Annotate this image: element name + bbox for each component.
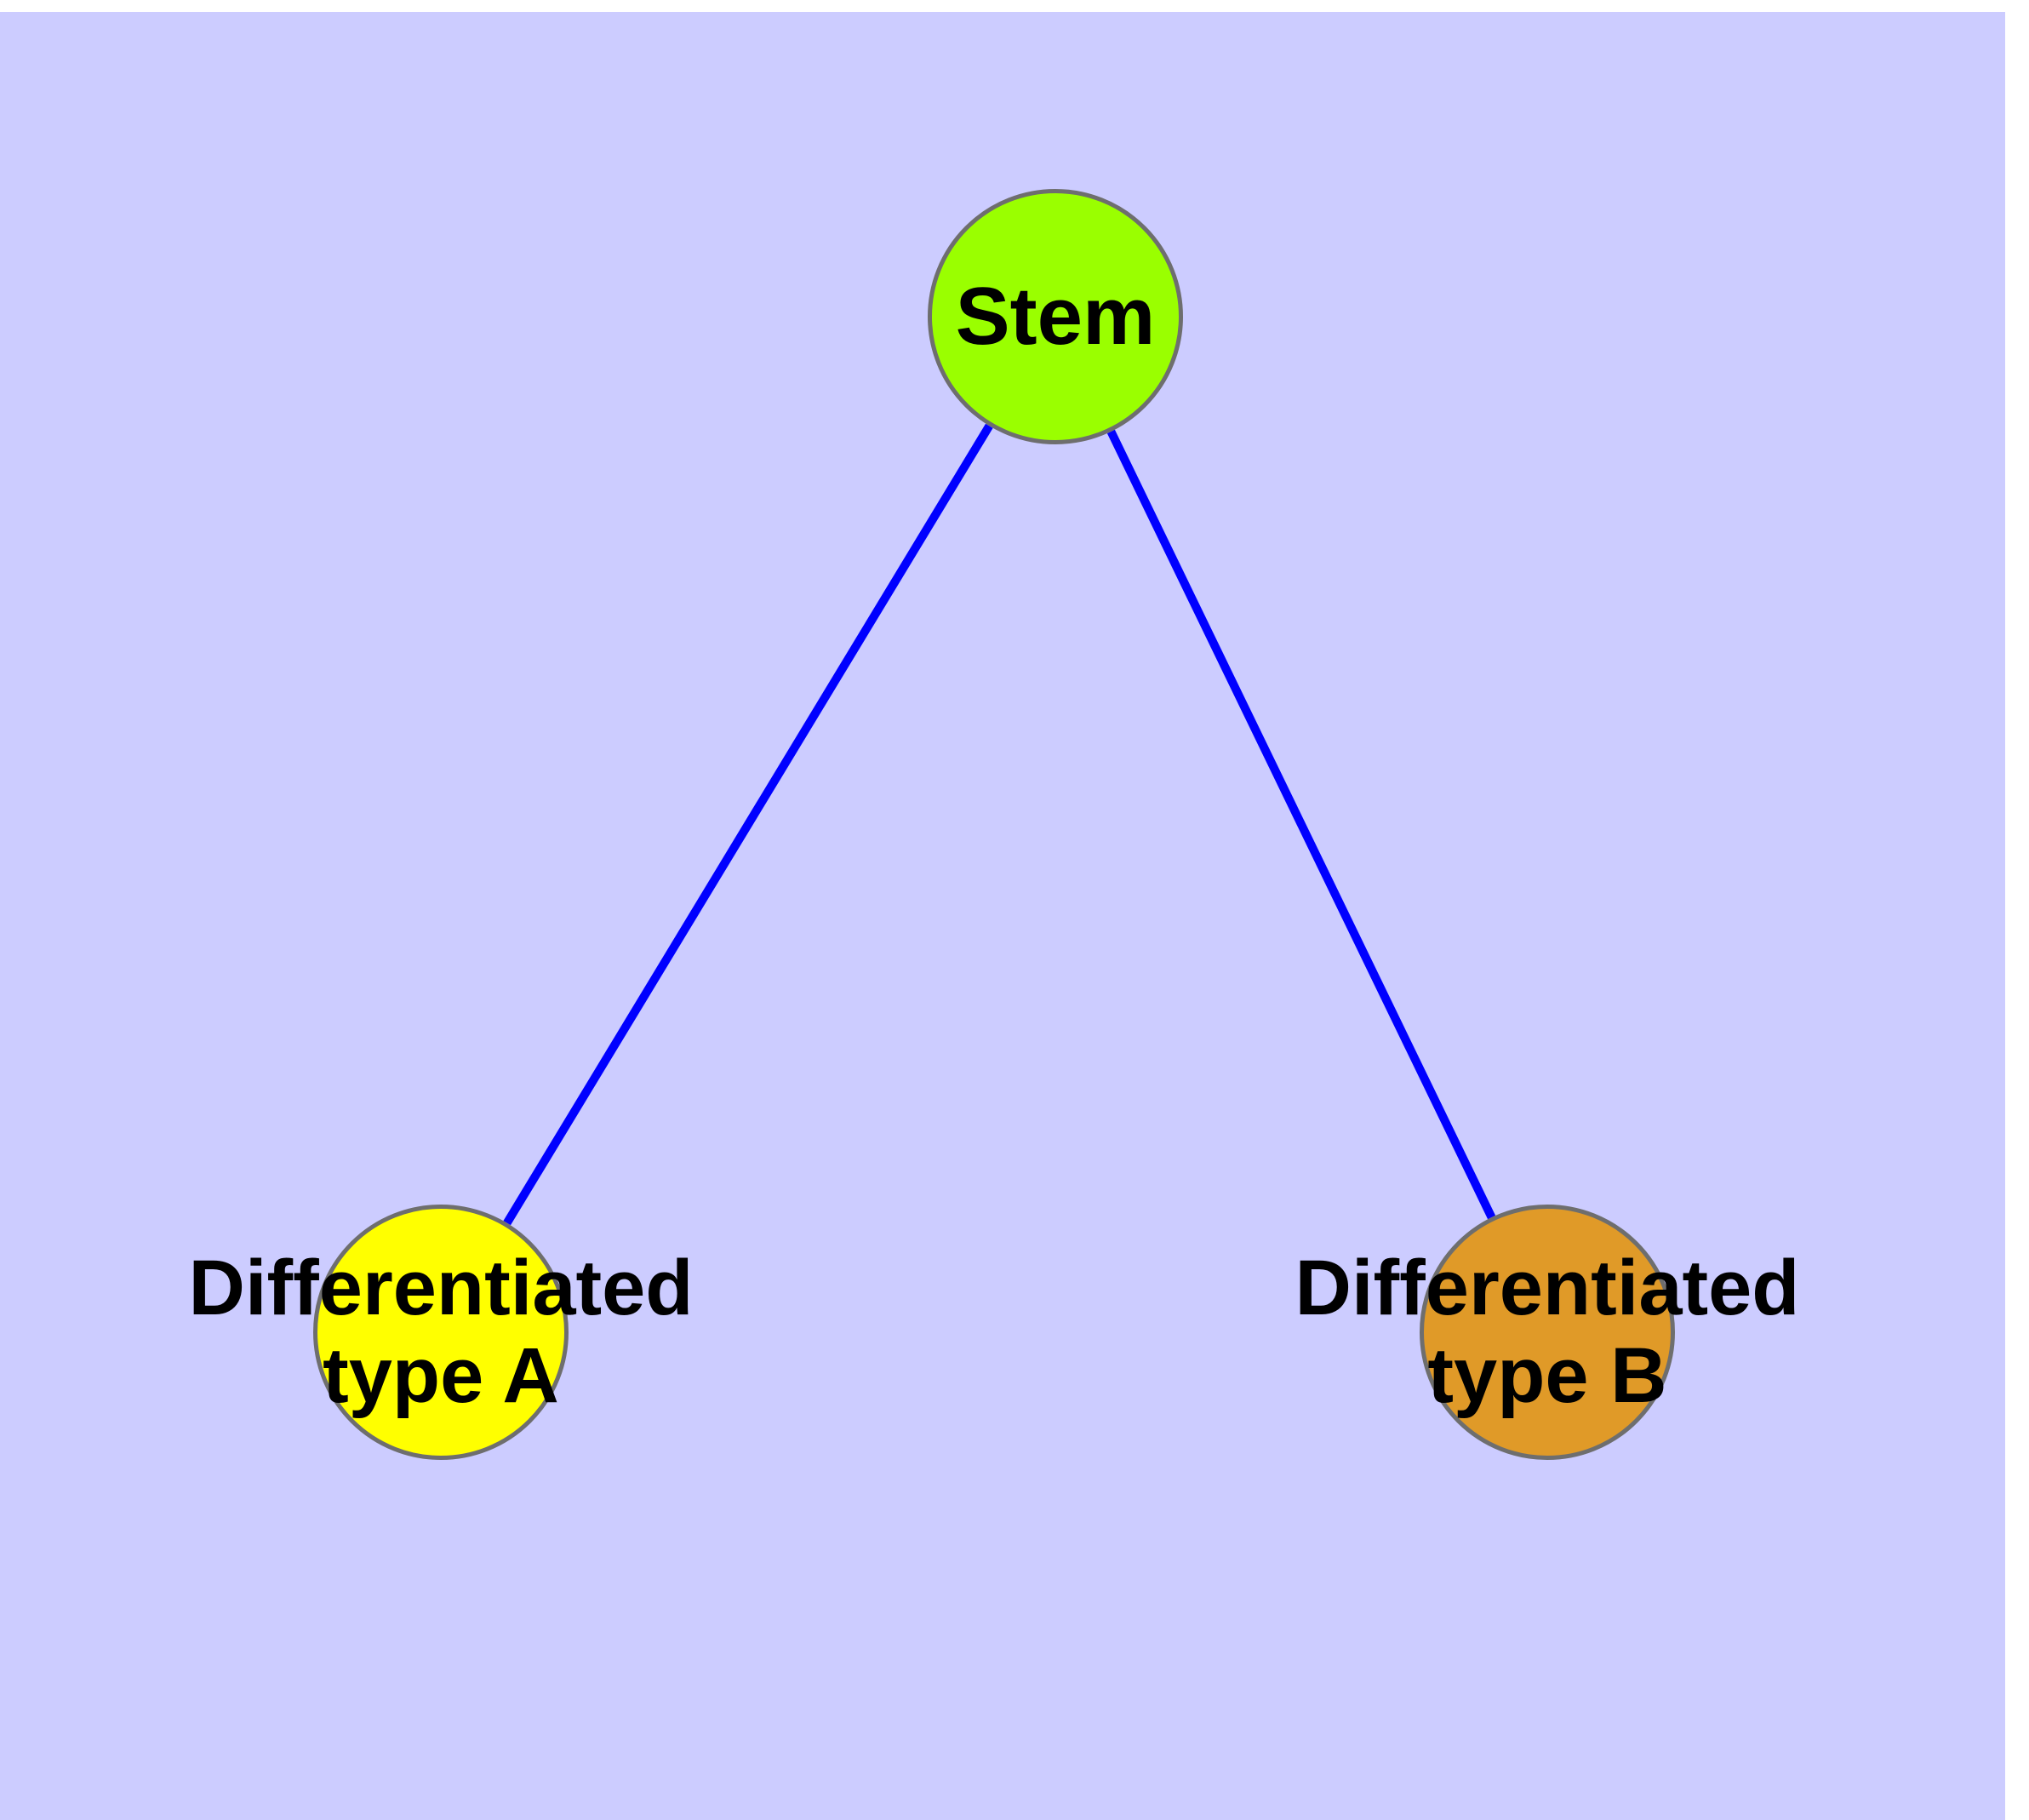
graph-node-stem[interactable]: Stem <box>928 189 1183 444</box>
graph-edge[interactable] <box>1106 429 1496 1220</box>
node-circle-diff_a[interactable] <box>313 1205 569 1460</box>
graph-node-diff_b[interactable]: Differentiated type B <box>1295 1205 1799 1460</box>
node-circle-stem[interactable] <box>928 189 1183 444</box>
node-circle-diff_b[interactable] <box>1420 1205 1675 1460</box>
graph-node-diff_a[interactable]: Differentiated type A <box>189 1205 693 1460</box>
graph-edge[interactable] <box>503 423 993 1226</box>
graph-edges-layer <box>503 423 1496 1226</box>
